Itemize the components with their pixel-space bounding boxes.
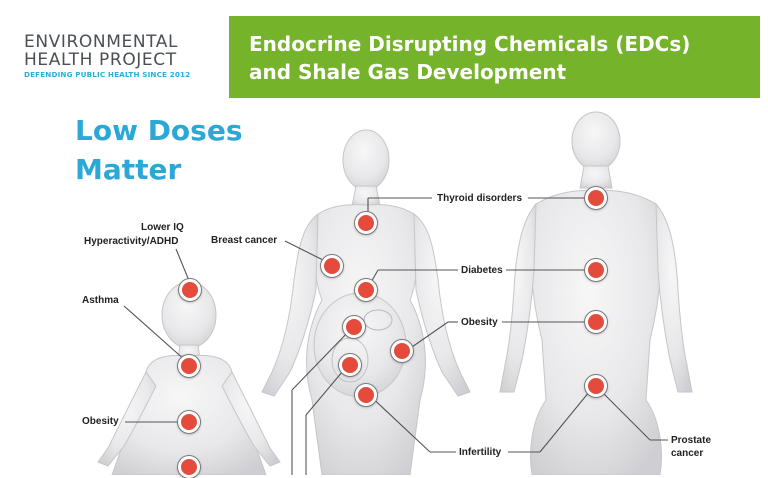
title-banner: Endocrine Disrupting Chemicals (EDCs) an… [229, 16, 760, 98]
marker-upper-abdomen-woman [343, 316, 365, 338]
label-asthma: Asthma [82, 295, 119, 306]
marker-obesity-woman [391, 340, 413, 362]
marker-lungs-child [178, 355, 200, 377]
label-breast-cancer: Breast cancer [211, 235, 278, 246]
marker-thyroid-man [585, 187, 607, 209]
marker-abdomen-child [178, 411, 200, 433]
label-lower-iq: Lower IQ [141, 222, 184, 233]
headline-line-1: Low Doses [75, 114, 243, 147]
banner-title-line-1: Endocrine Disrupting Chemicals (EDCs) [249, 32, 691, 56]
marker-breast-woman [321, 255, 343, 277]
woman-figure [261, 129, 471, 475]
logo-line-1: ENVIRONMENTAL [24, 32, 179, 52]
marker-pancreas-man [585, 259, 607, 281]
label-prostate: Prostate [671, 435, 712, 446]
label-thyroid-disorders: Thyroid disorders [437, 193, 523, 204]
logo-tagline: DEFENDING PUBLIC HEALTH SINCE 2012 [24, 70, 191, 79]
label-diabetes: Diabetes [461, 265, 503, 276]
label-infertility: Infertility [459, 447, 502, 458]
man-figure [499, 111, 693, 475]
logo-line-2: HEALTH PROJECT [24, 50, 177, 70]
marker-brain-child [179, 279, 201, 301]
label-obesity-adult: Obesity [461, 317, 498, 328]
ehp-logo[interactable]: ENVIRONMENTAL HEALTH PROJECT DEFENDING P… [24, 33, 220, 79]
womb-outline [331, 337, 369, 383]
fetus-outline [363, 309, 393, 331]
banner-title-line-2: and Shale Gas Development [249, 60, 567, 84]
child-figure [97, 281, 281, 475]
label-prostate-cancer: cancer [671, 448, 704, 459]
marker-pancreas-woman [355, 279, 377, 301]
label-hyperactivity-adhd: Hyperactivity/ADHD [84, 236, 179, 247]
marker-womb-woman [339, 354, 361, 376]
leader-lines [123, 197, 668, 475]
headline-line-2: Matter [75, 153, 182, 186]
marker-prostate-man [585, 375, 607, 397]
marker-thyroid-woman [355, 212, 377, 234]
label-obesity-child: Obesity [82, 416, 119, 427]
headline: Low Doses Matter [75, 111, 243, 189]
marker-reproductive-woman [355, 384, 377, 406]
marker-obesity-man [585, 311, 607, 333]
